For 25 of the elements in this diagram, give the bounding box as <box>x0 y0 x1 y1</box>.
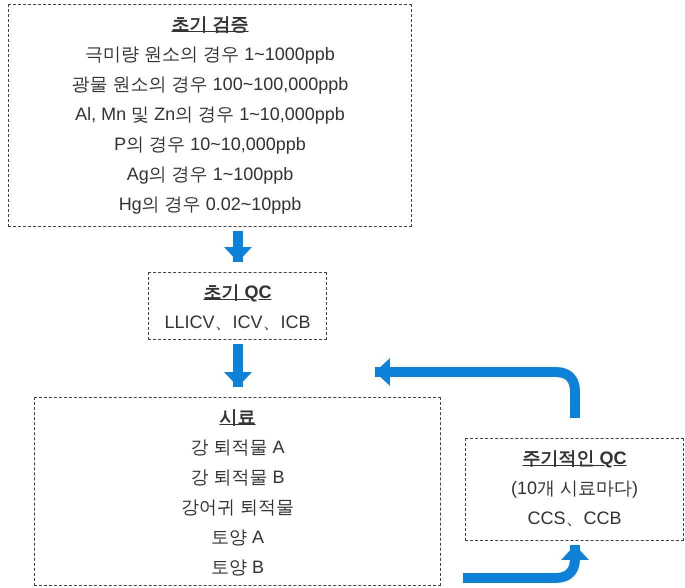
box-text: P의 경우 10~10,000ppb <box>114 133 306 156</box>
box-text: 강어귀 퇴적물 <box>180 496 294 519</box>
arrow <box>224 231 252 262</box>
dashed-box <box>465 438 684 541</box>
box-text: 강 퇴적물 B <box>190 466 284 489</box>
box-text: 토양 B <box>210 556 264 579</box>
box-text: (10개 시료마다) <box>510 477 638 500</box>
box-heading: 초기 QC <box>203 281 272 304</box>
box-text: CCS、CCB <box>527 507 622 530</box>
box-heading: 시료 <box>220 406 256 429</box>
box-text: 강 퇴적물 A <box>190 436 284 459</box>
box-text: Ag의 경우 1~100ppb <box>126 163 294 186</box>
dashed-box <box>148 272 327 340</box>
box-heading: 초기 검증 <box>171 13 248 36</box>
arrow <box>224 344 252 387</box>
box-text: 극미량 원소의 경우 1~1000ppb <box>85 43 335 66</box>
box-text: 광물 원소의 경우 100~100,000ppb <box>72 73 348 96</box>
box-text: Hg의 경우 0.02~10ppb <box>118 193 302 216</box>
box-text: Al, Mn 및 Zn의 경우 1~10,000ppb <box>75 103 345 126</box>
dashed-box <box>34 397 441 586</box>
dashed-box <box>8 4 412 227</box>
box-heading: 주기적인 QC <box>522 447 626 470</box>
box-text: 토양 A <box>210 526 264 549</box>
arrow <box>463 545 589 583</box>
box-text: LLICV、ICV、ICB <box>164 311 311 334</box>
